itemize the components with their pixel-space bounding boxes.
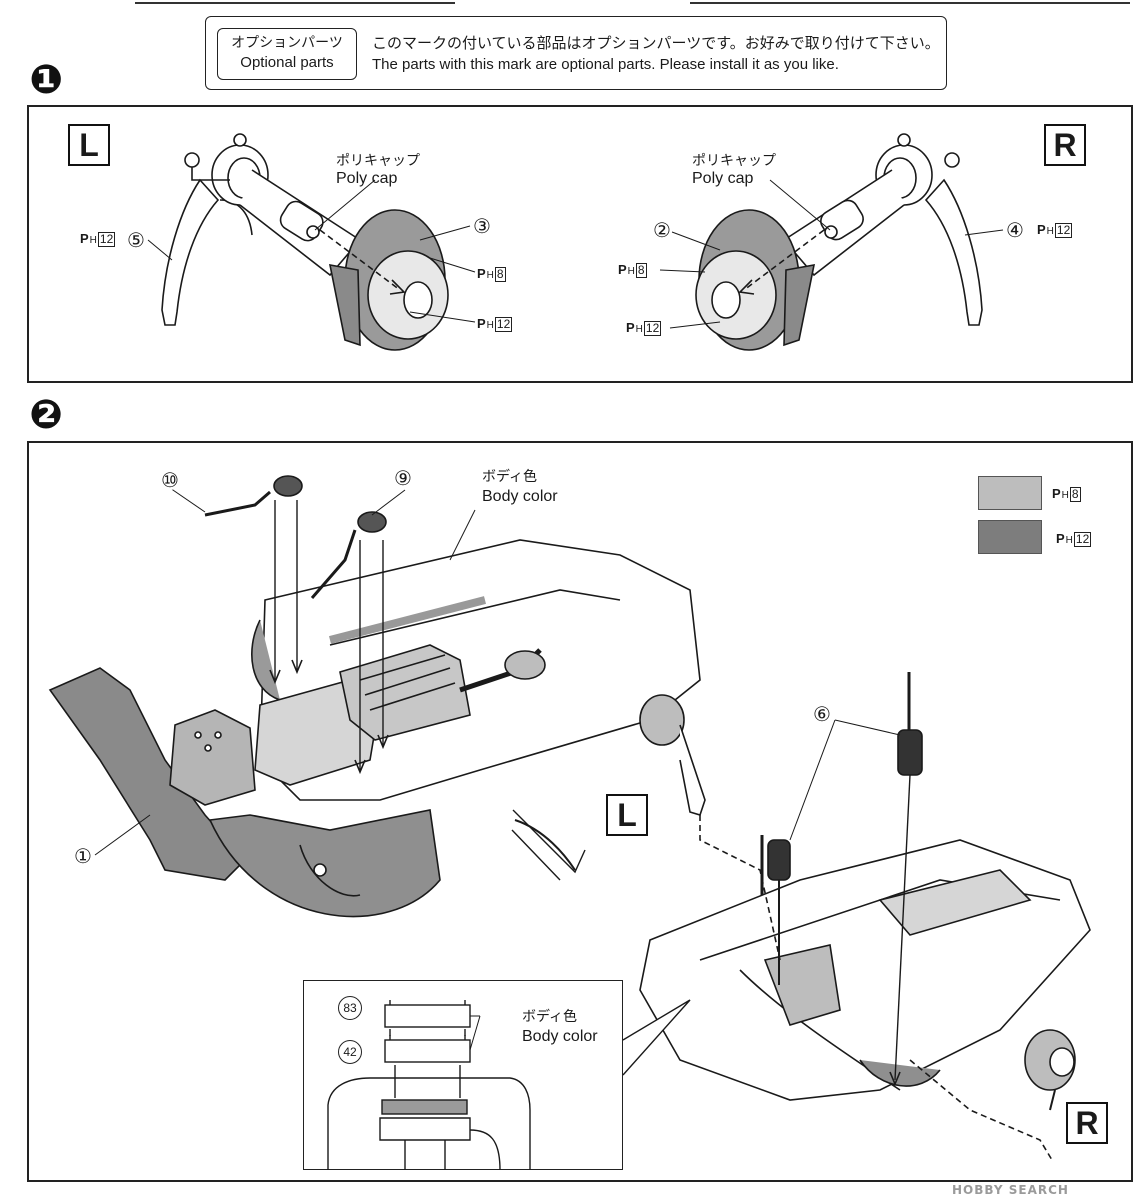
polycap-en: Poly cap [692,170,754,187]
step-2-panel [27,441,1133,1182]
ph-p: P [618,262,627,277]
ph-num: 8 [635,263,647,278]
legend-swatch-ph12 [978,520,1042,554]
optional-text-en: The parts with this mark are optional pa… [372,56,839,73]
part-6-callout: ⑥ [812,703,832,726]
step-1-panel [27,105,1133,383]
step-1-right-label: R [1044,124,1086,166]
inset-body-color-label: ボディ色 Body color [522,1006,598,1046]
step-2-left-label: L [606,794,648,836]
part-2-callout: ② [652,219,672,242]
step-1-left-label: L [68,124,110,166]
watermark: HOBBY SEARCH [952,1183,1069,1197]
ph-h: H [627,266,635,277]
part-1-callout: ① [73,845,93,868]
part-42-num: 42 [343,1045,357,1059]
step-1-right-polycap-label: ポリキャップ Poly cap [692,150,776,188]
part-9-callout: ⑨ [393,467,413,490]
body-color-label: ボディ色 Body color [482,466,558,506]
inset-body-color-jp: ボディ色 [522,1009,578,1025]
optional-notice [205,16,947,90]
ph-p: P [80,231,89,246]
ph-num: 12 [97,232,116,247]
inset-body-color-en: Body color [522,1028,598,1045]
ph-h: H [486,270,494,281]
ph-p: P [477,266,486,281]
optional-badge: オプションパーツ Optional parts [217,28,357,80]
part-83-callout: 83 [338,996,362,1020]
optional-text-jp: このマークの付いている部品はオプションパーツです。お好みで取り付けて下さい。 [372,34,940,52]
ph-h: H [486,320,494,331]
ph-h: H [89,235,97,246]
ph-p: P [1056,531,1065,546]
ph-num: 12 [643,321,662,336]
part-4-callout: ④ [1005,219,1025,242]
watermark-text: HOBBY SEARCH [952,1183,1069,1197]
step-1-badge: ❶ [29,57,63,103]
ph-num: 8 [494,267,506,282]
step-1-left-polycap-label: ポリキャップ Poly cap [336,150,420,188]
body-color-jp: ボディ色 [482,469,538,485]
ph-h: H [1061,490,1069,501]
ph-h: H [1065,535,1073,546]
optional-badge-jp: オプションパーツ [231,35,343,51]
ph-p: P [477,316,486,331]
ph-p: P [626,320,635,335]
part-42-callout: 42 [338,1040,362,1064]
ph-h: H [635,324,643,335]
ph-num: 8 [1069,487,1081,502]
optional-badge-en: Optional parts [240,54,334,71]
step-2-right-label: R [1066,1102,1108,1144]
body-color-en: Body color [482,488,558,505]
part-5-callout: ⑤ [126,229,146,252]
part-10-callout: ⑩ [160,469,180,492]
part-83-num: 83 [343,1001,357,1015]
ph-num: 12 [494,317,513,332]
part-3-callout: ③ [472,215,492,238]
step-2-badge: ❷ [29,392,63,438]
ph-h: H [1046,226,1054,237]
top-rule-right [690,2,1130,4]
polycap-jp: ポリキャップ [692,153,776,169]
polycap-jp: ポリキャップ [336,153,420,169]
ph-p: P [1037,222,1046,237]
ph-num: 12 [1073,532,1092,547]
ph-num: 12 [1054,223,1073,238]
polycap-en: Poly cap [336,170,398,187]
ph-p: P [1052,486,1061,501]
legend-swatch-ph8 [978,476,1042,510]
top-rule-left [135,2,455,4]
